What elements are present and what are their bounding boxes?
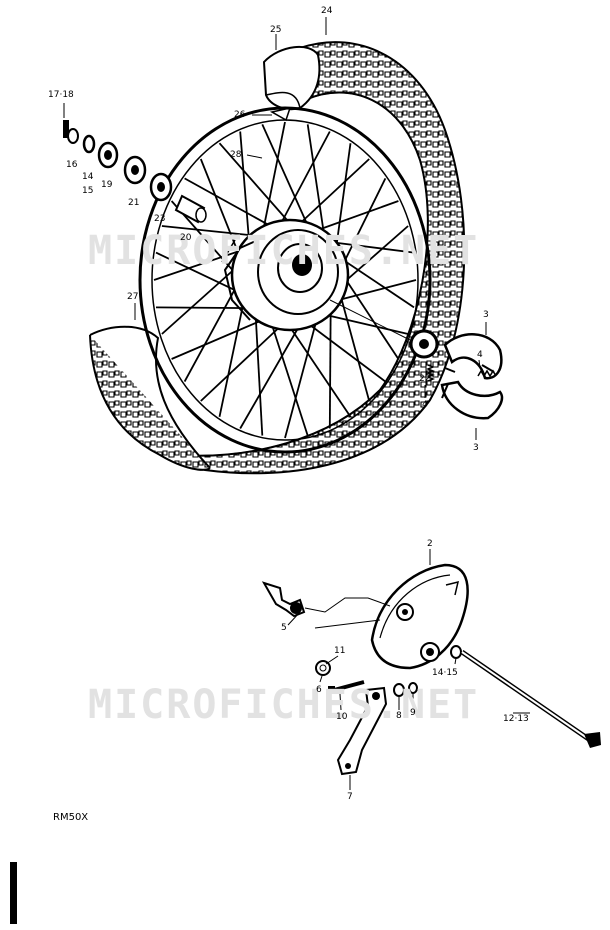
callout-25: 25 xyxy=(270,25,282,35)
spoke xyxy=(218,142,293,226)
spoke xyxy=(153,248,246,281)
spoke xyxy=(278,131,331,227)
callout-21: 21 xyxy=(128,198,140,208)
watermark-bottom: MICROFICHES.NET xyxy=(88,682,480,728)
brake-cam xyxy=(261,581,391,629)
wheel-rim xyxy=(138,106,432,454)
brake-shoes xyxy=(440,333,504,420)
rim-band xyxy=(269,106,292,122)
watermark-top: MICROFICHES.NET xyxy=(88,228,480,274)
spoke xyxy=(261,124,310,229)
callout-15: 15 xyxy=(82,186,94,196)
spoke xyxy=(200,323,283,402)
brake-panel xyxy=(370,563,469,670)
callout-3-top: 3 xyxy=(483,310,489,320)
spoke xyxy=(328,306,332,429)
oil-seal-14 xyxy=(82,134,96,154)
spoke xyxy=(340,178,387,268)
spoke xyxy=(161,225,258,237)
leader-lines xyxy=(63,17,530,790)
spoke xyxy=(239,323,302,429)
callout-6: 6 xyxy=(316,685,322,695)
callout-4-spring: 4 xyxy=(422,400,428,410)
callout-9: 9 xyxy=(410,708,416,718)
bolt-17-18 xyxy=(63,120,69,138)
frame-marker-bar xyxy=(10,862,17,924)
tire xyxy=(89,41,466,475)
spoke xyxy=(314,200,399,232)
spoke xyxy=(328,241,415,254)
callout-20: 20 xyxy=(180,233,192,243)
spoke xyxy=(254,312,264,436)
callout-14-15: 14·15 xyxy=(432,668,458,678)
spokes xyxy=(153,121,417,439)
spacer-20 xyxy=(174,194,207,224)
bolt-10 xyxy=(328,680,365,694)
spoke xyxy=(338,290,371,402)
callout-28: 28 xyxy=(230,150,242,160)
bearing-22 xyxy=(409,329,439,359)
callout-12-13: 12·13 xyxy=(503,714,529,724)
spoke xyxy=(261,121,286,233)
spoke xyxy=(306,124,326,238)
spoke xyxy=(161,264,240,335)
spoke xyxy=(334,279,417,302)
callout-2: 2 xyxy=(427,539,433,549)
spoke xyxy=(337,255,415,309)
inner-tube xyxy=(262,45,321,111)
spoke xyxy=(334,143,352,252)
spoke xyxy=(305,321,386,383)
wheel-hub xyxy=(221,218,350,332)
front-axle xyxy=(460,649,601,748)
spoke xyxy=(239,131,251,244)
spoke xyxy=(218,298,246,417)
callout-7: 7 xyxy=(347,792,353,802)
brake-springs xyxy=(425,364,497,382)
spoke xyxy=(284,317,319,439)
callout-16: 16 xyxy=(66,160,78,170)
left-hub-parts xyxy=(63,120,207,224)
callout-14: 14 xyxy=(82,172,94,182)
callout-17-18: 17·18 xyxy=(48,90,74,100)
model-code: RM50X xyxy=(53,812,89,823)
spoke xyxy=(155,306,252,309)
spoke xyxy=(322,313,409,335)
axle-center-line xyxy=(329,299,411,341)
callout-22: 22 xyxy=(419,374,431,384)
spoke xyxy=(287,324,352,418)
spoke xyxy=(297,158,370,227)
spoke xyxy=(155,251,242,295)
callout-23: 23 xyxy=(154,214,166,224)
spoke xyxy=(184,177,274,229)
spoke xyxy=(183,281,240,383)
washer-16 xyxy=(67,128,79,144)
brake-arm xyxy=(336,686,388,776)
callout-11: 11 xyxy=(334,646,346,656)
callout-8: 8 xyxy=(396,711,402,721)
callout-27: 27 xyxy=(127,292,139,302)
callout-26: 26 xyxy=(234,110,246,120)
spoke xyxy=(340,225,409,286)
spoke xyxy=(171,318,266,360)
spoke xyxy=(270,321,309,436)
callout-10: 10 xyxy=(336,712,348,722)
callout-4-shoe: 4 xyxy=(477,350,483,360)
callout-24: 24 xyxy=(321,6,333,16)
callout-5: 5 xyxy=(281,623,287,633)
callout-19: 19 xyxy=(101,180,113,190)
callout-3-bottom: 3 xyxy=(473,443,479,453)
spoke xyxy=(341,273,400,360)
